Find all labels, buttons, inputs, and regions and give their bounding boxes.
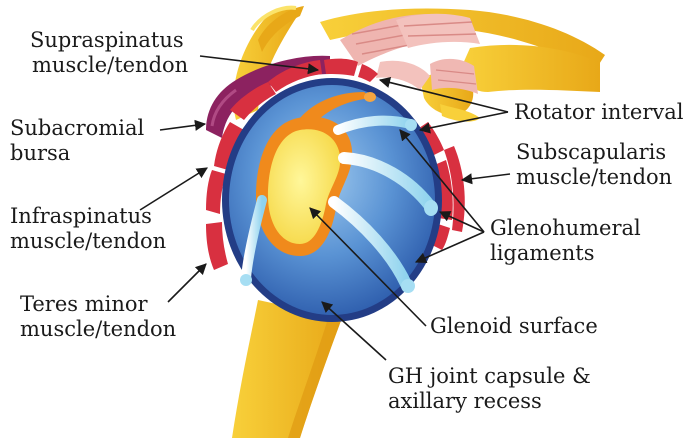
label-supraspinatus: Supraspinatus muscle/tendon	[30, 28, 188, 78]
label-supraspinatus-line1: Supraspinatus	[30, 28, 188, 53]
label-infraspinatus-line1: Infraspinatus	[10, 204, 166, 229]
label-rotator-interval-line1: Rotator interval	[514, 100, 683, 125]
label-glenohumeral-ligaments: Glenohumeral ligaments	[490, 216, 641, 266]
label-glenoid-surface-line1: Glenoid surface	[430, 314, 598, 339]
label-glenohumeral-line1: Glenohumeral	[490, 216, 641, 241]
label-teres-minor: Teres minor muscle/tendon	[20, 292, 176, 342]
label-subacromial-line2: bursa	[10, 141, 144, 166]
label-infraspinatus: Infraspinatus muscle/tendon	[10, 204, 166, 254]
label-subscapularis: Subscapularis muscle/tendon	[516, 140, 672, 190]
label-subscapularis-line1: Subscapularis	[516, 140, 672, 165]
label-teres-minor-line1: Teres minor	[20, 292, 176, 317]
label-subacromial-line1: Subacromial	[10, 116, 144, 141]
label-rotator-interval: Rotator interval	[514, 100, 683, 125]
label-gh-joint-capsule: GH joint capsule & axillary recess	[388, 364, 591, 414]
label-glenoid-surface: Glenoid surface	[430, 314, 598, 339]
label-subacromial-bursa: Subacromial bursa	[10, 116, 144, 166]
label-infraspinatus-line2: muscle/tendon	[10, 229, 166, 254]
label-capsule-line1: GH joint capsule &	[388, 364, 591, 389]
label-supraspinatus-line2: muscle/tendon	[30, 53, 188, 78]
label-capsule-line2: axillary recess	[388, 389, 591, 414]
label-glenohumeral-line2: ligaments	[490, 241, 641, 266]
label-teres-minor-line2: muscle/tendon	[20, 317, 176, 342]
label-subscapularis-line2: muscle/tendon	[516, 165, 672, 190]
